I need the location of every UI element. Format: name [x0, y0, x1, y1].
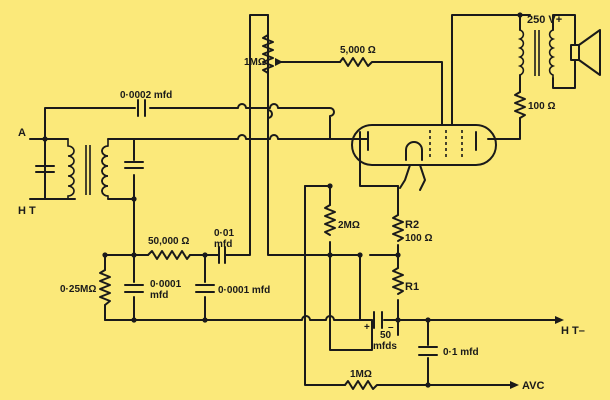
capacitor-00002: [137, 99, 146, 117]
wire-pot-1m: [267, 214, 331, 256]
r1-name-label: R1: [405, 281, 419, 293]
wire-heater: [399, 164, 426, 191]
resistor-5000: [339, 57, 376, 67]
c-001-label-a: 0·01: [214, 228, 234, 239]
resistor-50000: [147, 250, 191, 260]
loudspeaker-icon: [570, 29, 601, 76]
resistor-100-anode: [514, 91, 526, 119]
capacitor-01: [418, 346, 438, 356]
wire-speaker: [552, 14, 576, 89]
r-1m-bottom-label: 1MΩ: [350, 369, 372, 380]
wire-2m-mid: [359, 149, 399, 321]
r-025m-label: 0·25MΩ: [60, 284, 96, 295]
wire-ht-junction: [304, 185, 399, 256]
resistor-2m: [324, 204, 336, 236]
c-50-plus-label: +: [364, 322, 370, 333]
wire-wiper-5000: [276, 61, 443, 126]
r2-value-label: 100 Ω: [405, 233, 432, 244]
terminal-a-label: A: [18, 127, 26, 139]
resistor-r2: [392, 214, 404, 242]
ht-minus-label: H T–: [561, 325, 585, 337]
c-00001-left-label-a: 0·0001: [150, 279, 182, 290]
secondary-capacitor: [124, 161, 144, 169]
wire-ht-minus: [104, 315, 556, 321]
resistor-1m-bottom: [344, 380, 381, 390]
junctions: [42, 12, 523, 388]
wire-grid-top: [44, 103, 335, 140]
output-transformer: [517, 29, 556, 78]
r-100-anode-label: 100 Ω: [528, 101, 555, 112]
c-001-label-b: mfd: [214, 239, 232, 250]
wire-secondary-cap: [107, 138, 135, 256]
arrow-ht-minus-icon: [555, 316, 564, 324]
r-2m-label: 2MΩ: [338, 220, 360, 231]
c-01-label: 0·1 mfd: [443, 347, 479, 358]
terminal-ht-left-label: H T: [18, 205, 36, 217]
c-50-label-b: mfds: [373, 341, 397, 352]
c-50-label-a: 50: [380, 330, 392, 341]
r-50000-label: 50,000 Ω: [148, 236, 189, 247]
input-transformer: [67, 139, 109, 200]
resistor-r1: [392, 267, 404, 295]
wire-secondary-top: [107, 134, 353, 140]
capacitor-00001-left: [124, 284, 144, 293]
r2-name-label: R2: [405, 219, 419, 231]
wire-vert-305: [304, 185, 511, 386]
r-5000-label: 5,000 Ω: [340, 45, 376, 56]
c-50-minus-label: –: [388, 322, 394, 333]
arrow-avc-icon: [510, 381, 519, 389]
c-00001-left-label-b: mfd: [150, 290, 168, 301]
avc-label: AVC: [522, 380, 544, 392]
wires: [29, 14, 576, 386]
c-00002-label: 0·0002 mfd: [120, 90, 172, 101]
wire-supply: [451, 14, 521, 140]
valve-tube: [351, 124, 497, 166]
supply-label: 250 V+: [527, 14, 562, 26]
potentiometer-1m: [262, 14, 283, 216]
r-1m-top-label: 1MΩ: [244, 57, 266, 68]
capacitor-00001-right: [195, 284, 215, 293]
c-00001-right-label: 0·0001 mfd: [218, 285, 270, 296]
resistor-025m: [99, 269, 111, 306]
input-capacitor: [35, 138, 55, 200]
capacitor-001: [218, 246, 226, 264]
capacitor-50-mfds: [373, 311, 383, 329]
wire-input-rail: [29, 138, 76, 200]
